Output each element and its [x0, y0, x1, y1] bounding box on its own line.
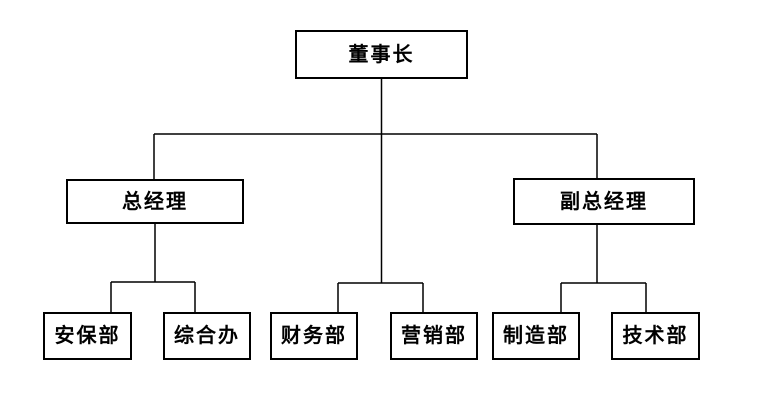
org-node-deputy-general-manager-label: 副总经理 [560, 190, 648, 213]
org-node-security-dept-label: 安保部 [54, 325, 121, 347]
org-node-chairman: 董事长 [295, 30, 468, 79]
org-node-manufacturing-dept: 制造部 [492, 312, 580, 360]
org-node-deputy-general-manager: 副总经理 [513, 178, 695, 225]
org-node-marketing-dept-label: 营销部 [401, 325, 467, 347]
org-node-technology-dept: 技术部 [611, 312, 700, 360]
org-node-manufacturing-dept-label: 制造部 [503, 325, 569, 347]
org-node-finance-dept-label: 财务部 [281, 325, 347, 347]
org-node-marketing-dept: 营销部 [390, 312, 478, 360]
org-node-security-dept: 安保部 [43, 312, 132, 360]
org-node-finance-dept: 财务部 [270, 312, 358, 360]
org-node-general-manager-label: 总经理 [122, 190, 188, 213]
org-node-general-office-label: 综合办 [174, 325, 240, 347]
org-node-technology-dept-label: 技术部 [622, 325, 689, 347]
org-node-chairman-label: 董事长 [348, 43, 415, 66]
org-node-general-manager: 总经理 [66, 179, 244, 224]
org-node-general-office: 综合办 [163, 312, 251, 360]
